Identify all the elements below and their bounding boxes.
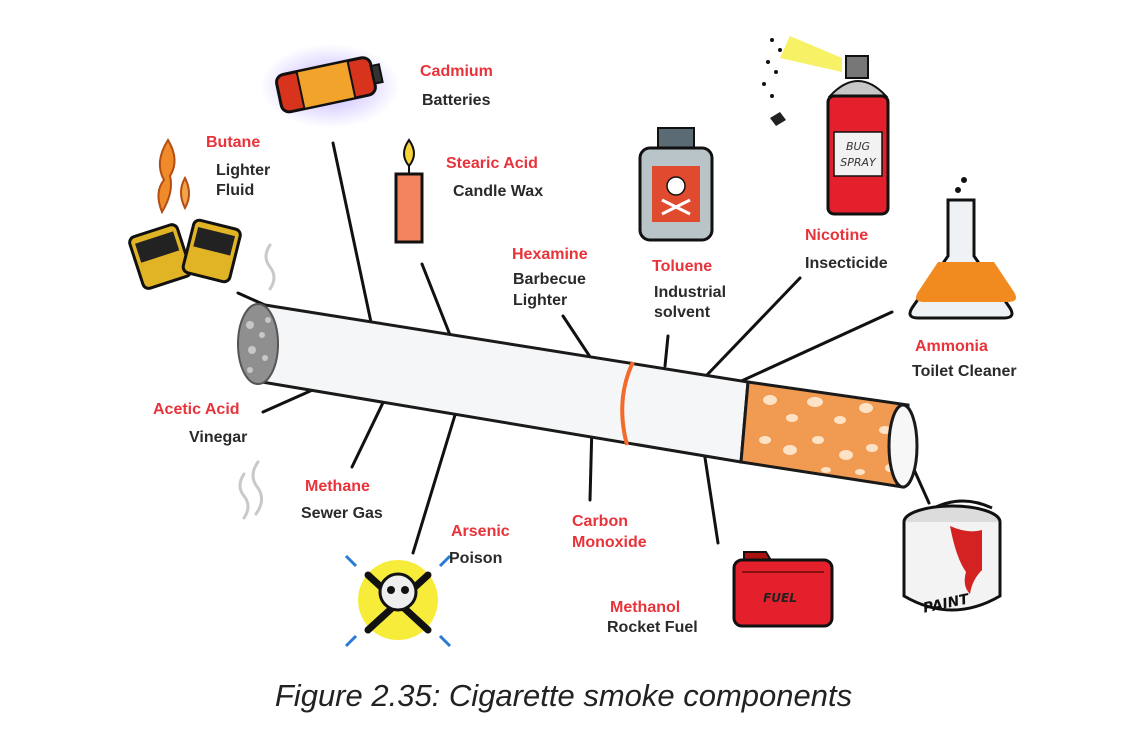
ash-tip xyxy=(237,303,279,385)
label-acetic-acid: Acetic Acid xyxy=(153,401,240,418)
fuel-can-label: FUEL xyxy=(763,591,797,605)
label-poison: Poison xyxy=(449,550,503,567)
label-lighter-line1: Lighter xyxy=(216,162,271,179)
label-lighter-line2: Lighter xyxy=(513,292,568,309)
figure-caption: Figure 2.35: Cigarette smoke components xyxy=(274,678,853,713)
label-sewer-gas: Sewer Gas xyxy=(301,505,383,522)
filter-end xyxy=(887,403,919,489)
label-nicotine: Nicotine xyxy=(805,227,869,244)
label-methanol: Methanol xyxy=(610,599,681,616)
label-industrial-line1: Industrial xyxy=(654,284,727,301)
label-stearic-acid: Stearic Acid xyxy=(446,155,538,172)
label-vinegar: Vinegar xyxy=(189,429,248,446)
label-rocket-fuel: Rocket Fuel xyxy=(607,619,698,636)
smoke-wisps xyxy=(238,243,276,520)
label-arsenic: Arsenic xyxy=(451,523,510,540)
label-toilet-cleaner: Toilet Cleaner xyxy=(912,363,1017,380)
label-barbecue-line1: Barbecue xyxy=(513,271,586,288)
candle-icon xyxy=(394,138,424,244)
label-insecticide: Insecticide xyxy=(805,255,888,272)
label-solvent-line2: solvent xyxy=(654,304,711,321)
filter-speckles xyxy=(759,395,895,475)
label-fluid-line2: Fluid xyxy=(216,182,255,199)
fuel-can-icon: FUEL xyxy=(732,551,834,628)
label-toluene: Toluene xyxy=(652,258,713,275)
poison-bottle-icon xyxy=(638,127,714,242)
cigarette-band xyxy=(620,361,635,446)
label-monoxide-line2: Monoxide xyxy=(572,534,647,551)
flask-icon xyxy=(908,177,1016,320)
battery-icon xyxy=(260,44,400,128)
label-ammonia: Ammonia xyxy=(915,338,988,355)
cigarette xyxy=(237,303,919,489)
bug-spray-icon: BUG SPRAY xyxy=(762,36,890,216)
label-hexamine: Hexamine xyxy=(512,246,588,263)
label-methane: Methane xyxy=(305,478,370,495)
bug-spray-label-line1: BUG xyxy=(846,140,870,153)
label-candle-wax: Candle Wax xyxy=(453,183,544,200)
label-butane: Butane xyxy=(206,134,261,151)
label-cadmium: Cadmium xyxy=(420,63,493,80)
lighters-icon xyxy=(128,138,242,290)
label-carbon-line1: Carbon xyxy=(572,513,628,530)
bug-spray-label-line2: SPRAY xyxy=(840,156,877,169)
cigarette-paper xyxy=(254,303,750,464)
skull-crossbones-icon xyxy=(344,554,452,648)
label-batteries: Batteries xyxy=(422,92,491,109)
paint-can-icon: PAINT xyxy=(902,499,1002,617)
